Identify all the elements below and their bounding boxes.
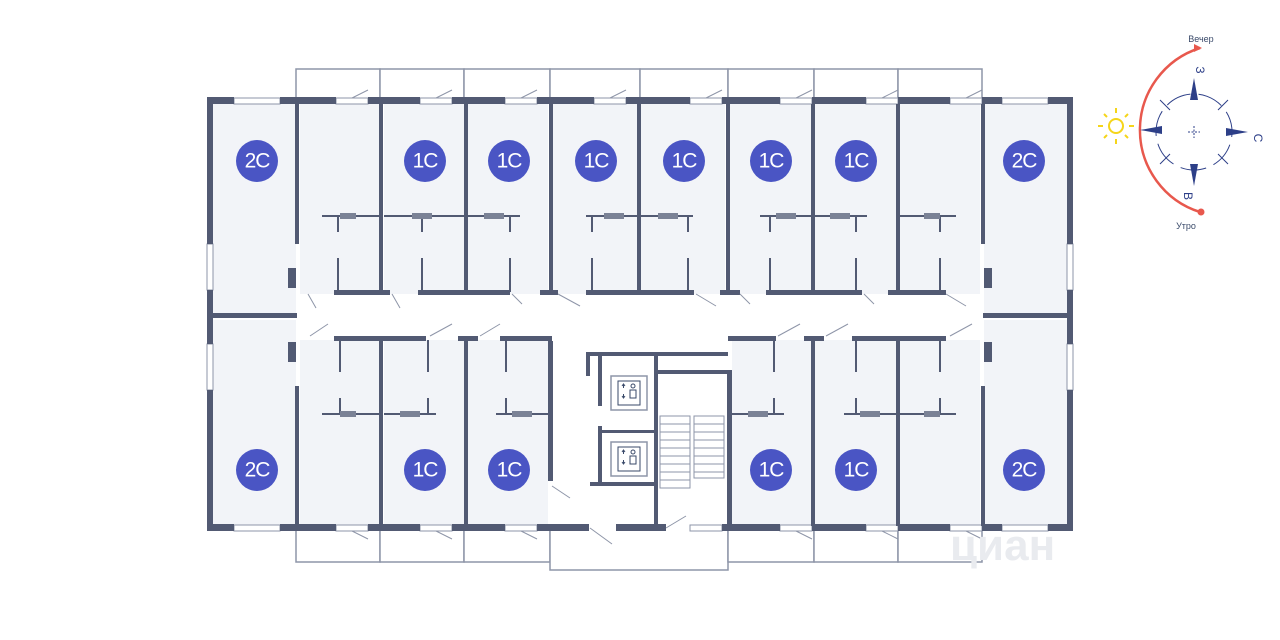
balcony: [897, 68, 983, 100]
apartment-area: [300, 104, 380, 294]
balcony: [295, 68, 381, 100]
apartment-area: [984, 104, 1068, 314]
apartment-badge[interactable]: 1C: [750, 449, 792, 491]
sun-icon: [1098, 108, 1134, 144]
compass-rose: [1140, 78, 1248, 186]
apartment-badge[interactable]: 1C: [488, 449, 530, 491]
balcony: [379, 68, 465, 100]
entry-doors: [307, 293, 973, 545]
apartment-badge[interactable]: 1C: [835, 140, 877, 182]
apartment-badge[interactable]: 2C: [236, 140, 278, 182]
elevator-icon: [617, 446, 641, 472]
east-label: В: [1181, 192, 1195, 200]
staircase: [659, 415, 725, 489]
apartment-area: [984, 320, 1068, 526]
svg-text:1C: 1C: [584, 150, 610, 173]
apartment-fills-bottom: [212, 320, 1068, 526]
apartment-badge[interactable]: 1C: [404, 140, 446, 182]
apartment-badge[interactable]: 1C: [404, 449, 446, 491]
balconies-top: [295, 68, 983, 100]
apartment-area: [384, 340, 464, 526]
balconies-bottom: [295, 527, 983, 571]
needle-west: [1140, 126, 1162, 134]
apartment-badge[interactable]: 2C: [1003, 140, 1045, 182]
arc-start-dot: [1197, 208, 1205, 216]
apartment-badge[interactable]: 1C: [750, 140, 792, 182]
apartment-badge[interactable]: 2C: [1003, 449, 1045, 491]
compass-widget: Вечер Утро З С В: [1098, 34, 1265, 231]
svg-text:2C: 2C: [1012, 150, 1038, 173]
elevator-icon: [617, 380, 641, 406]
balcony: [549, 68, 641, 100]
balcony: [639, 68, 729, 100]
apartment-badge[interactable]: 1C: [835, 449, 877, 491]
balcony: [813, 68, 899, 100]
west-label: З: [1193, 66, 1207, 73]
balcony: [727, 527, 815, 563]
svg-text:2C: 2C: [245, 150, 271, 173]
needle-north: [1190, 78, 1198, 100]
svg-text:1C: 1C: [672, 150, 698, 173]
apartment-area: [468, 340, 548, 526]
fixtures: [340, 213, 940, 417]
svg-text:1C: 1C: [413, 150, 439, 173]
north-label: С: [1251, 134, 1265, 143]
apartment-area: [553, 104, 637, 294]
svg-text:1C: 1C: [759, 150, 785, 173]
apartment-area: [384, 104, 464, 294]
arc-arrow: [1194, 44, 1202, 52]
balcony: [295, 527, 381, 563]
apartment-badges-bottom: 2C 1C 1C 1C 1C 2C: [236, 449, 1045, 491]
svg-text:1C: 1C: [844, 459, 870, 482]
apartment-area: [641, 104, 725, 294]
evening-label: Вечер: [1188, 34, 1213, 44]
svg-text:1C: 1C: [844, 150, 870, 173]
balcony: [379, 527, 465, 563]
walls: [207, 97, 1073, 531]
balcony: [463, 68, 551, 100]
bathroom-partitions: [322, 215, 956, 415]
apartment-badge[interactable]: 1C: [488, 140, 530, 182]
apartment-area: [468, 104, 548, 294]
balcony: [727, 68, 815, 100]
svg-text:2C: 2C: [245, 459, 271, 482]
svg-text:1C: 1C: [497, 150, 523, 173]
apartment-area: [212, 104, 296, 314]
apartment-badge[interactable]: 1C: [575, 140, 617, 182]
balcony: [463, 527, 551, 563]
needle-east: [1226, 128, 1248, 136]
svg-text:1C: 1C: [497, 459, 523, 482]
svg-text:1C: 1C: [759, 459, 785, 482]
balcony: [813, 527, 899, 563]
entrance-porch: [549, 527, 729, 571]
apartment-area: [732, 340, 811, 526]
svg-text:2C: 2C: [1012, 459, 1038, 482]
svg-text:1C: 1C: [413, 459, 439, 482]
needle-south: [1190, 164, 1198, 186]
apartment-badge[interactable]: 1C: [663, 140, 705, 182]
morning-label: Утро: [1176, 221, 1196, 231]
watermark: циан: [950, 521, 1055, 570]
apartment-badges-top: 2C 1C 1C 1C 1C 1C 1C 2C: [236, 140, 1045, 182]
apartment-badge[interactable]: 2C: [236, 449, 278, 491]
elevator-2: [610, 441, 648, 477]
elevator-1: [610, 375, 648, 411]
apartment-area: [212, 320, 296, 526]
balcony-doors: [351, 89, 983, 540]
